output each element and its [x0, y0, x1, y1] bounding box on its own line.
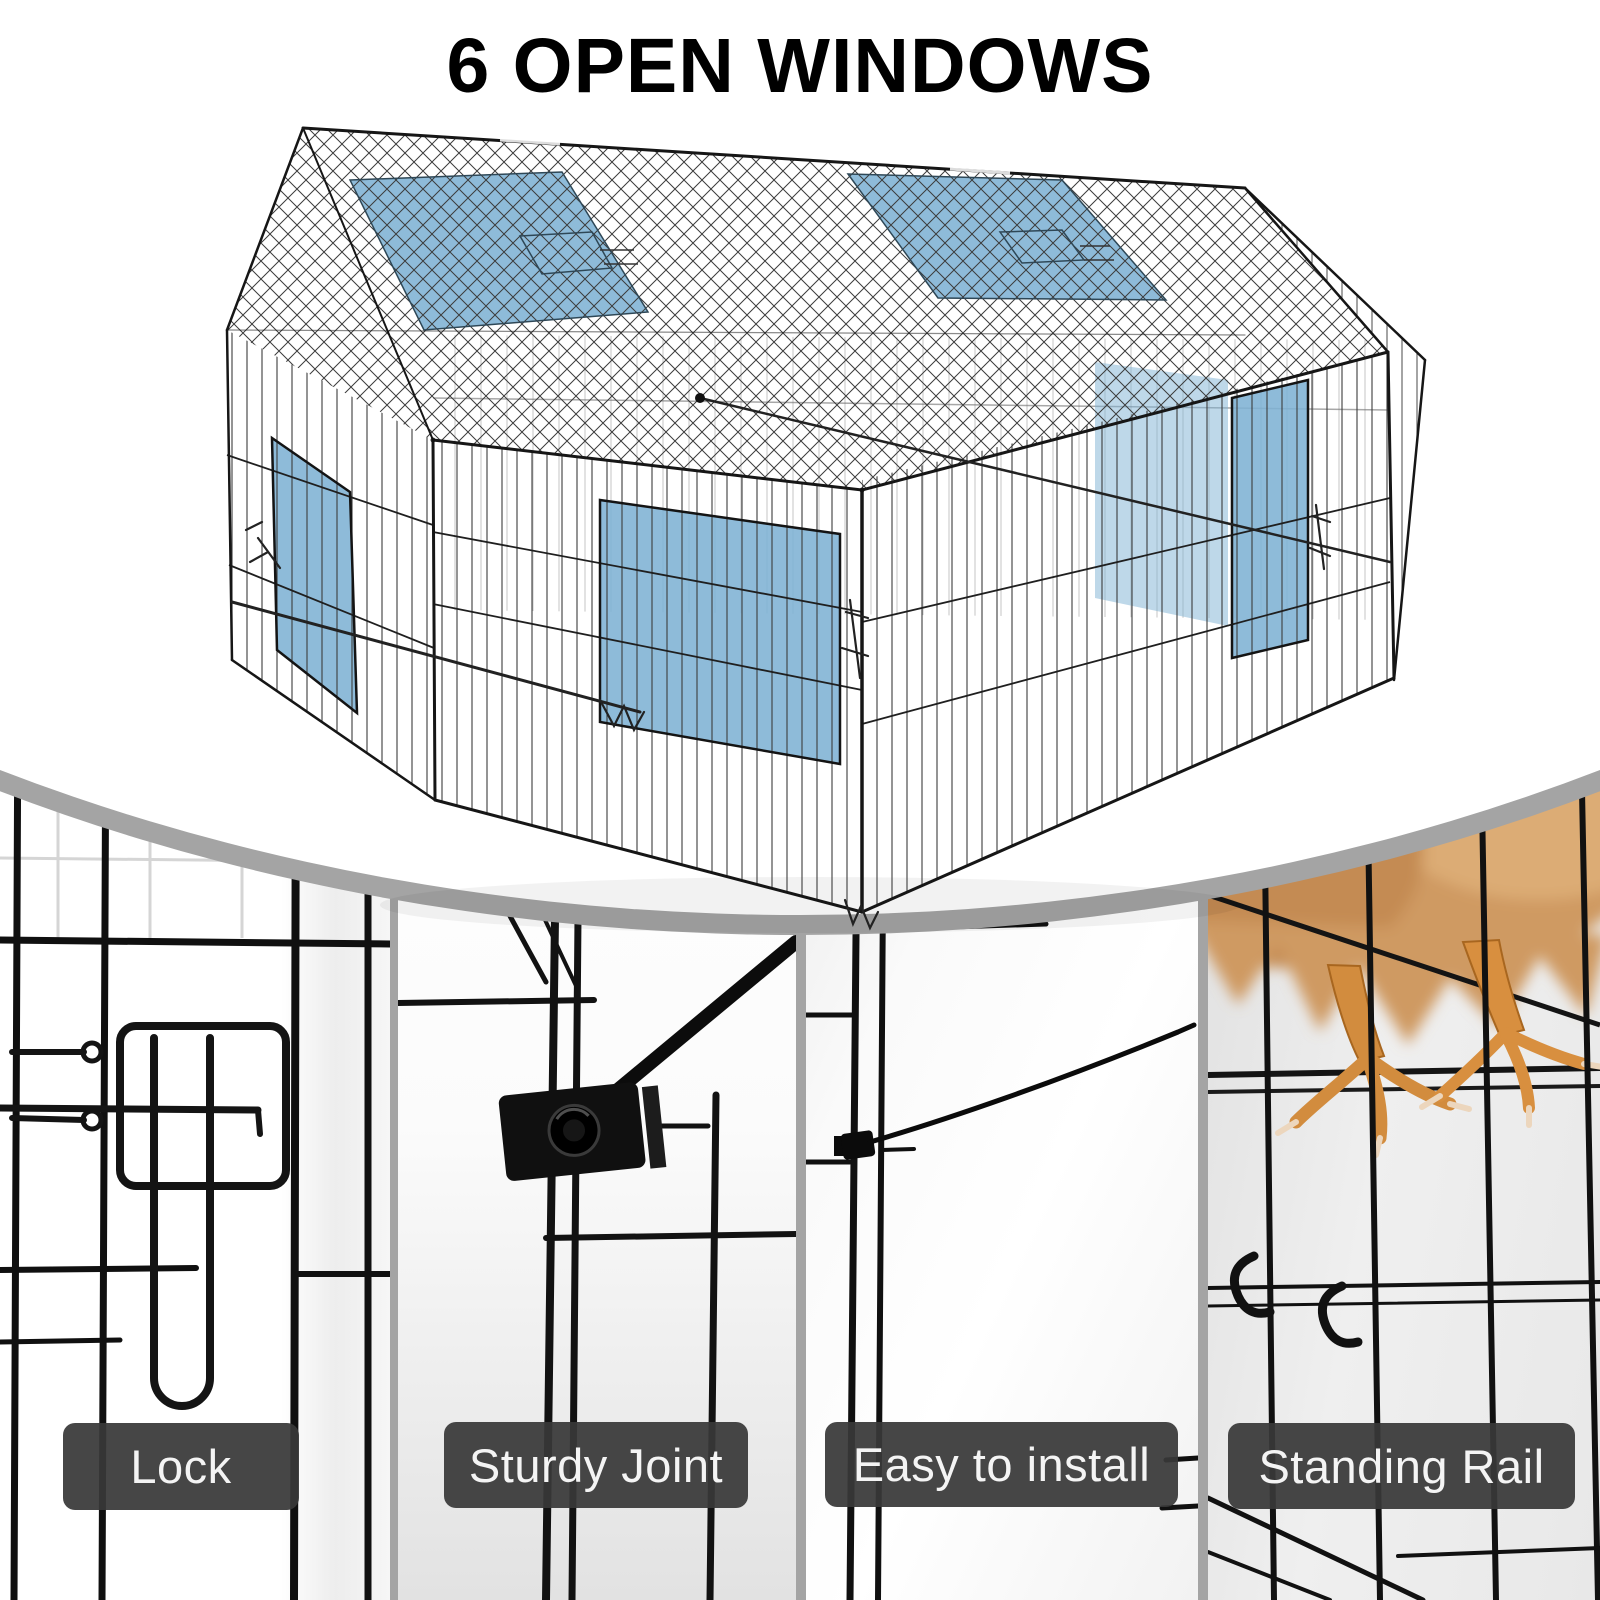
feature-label-text: Standing Rail — [1258, 1439, 1545, 1493]
feature-label-text: Sturdy Joint — [468, 1438, 724, 1492]
feature-label-lock: Lock — [63, 1423, 299, 1510]
lock-mechanism — [0, 1022, 290, 1410]
page-title: 6 OPEN WINDOWS — [446, 23, 1154, 109]
feature-label-sturdy-joint: Sturdy Joint — [444, 1422, 748, 1508]
feature-label-text: Easy to install — [852, 1438, 1151, 1491]
zip-tie — [834, 1022, 1197, 1160]
rail-hook — [1318, 1281, 1363, 1348]
feature-label-standing-rail: Standing Rail — [1228, 1423, 1575, 1509]
feature-label-text: Lock — [130, 1440, 232, 1493]
cage-illustration — [225, 126, 1427, 931]
rail-hook — [1230, 1251, 1275, 1318]
feature-label-easy-install: Easy to install — [825, 1422, 1178, 1507]
joint-plate — [498, 1082, 667, 1181]
